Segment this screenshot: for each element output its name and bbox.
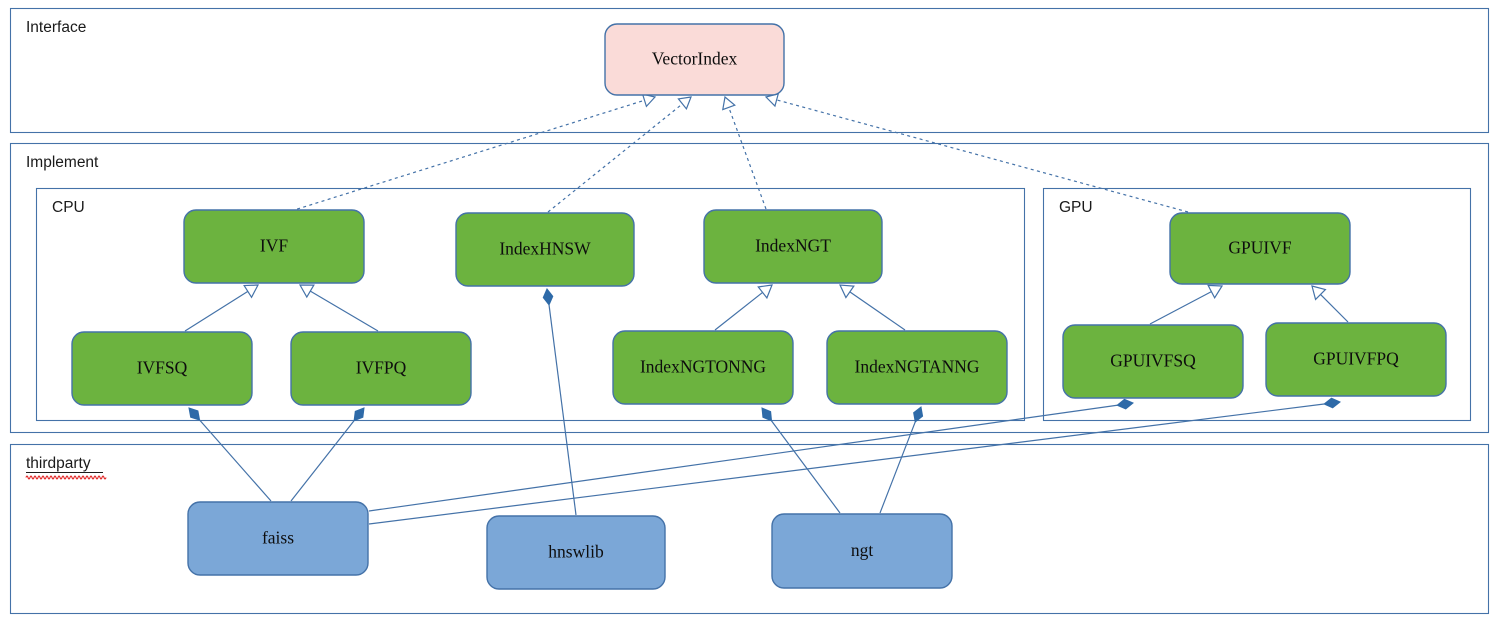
class-box-indexngt[interactable] — [703, 209, 883, 284]
edge-line — [849, 291, 906, 331]
package-label-gpu: GPU — [1059, 199, 1093, 216]
edge-composition-hnswlib-to-indexhnsw — [542, 288, 577, 516]
class-node-gpuivfsq[interactable]: GPUIVFSQ — [1062, 324, 1244, 399]
edge-line — [771, 420, 841, 514]
generalization-arrowhead-icon — [243, 284, 260, 299]
class-name-ivfpq: IVFPQ — [356, 358, 407, 378]
package-label-implement: Implement — [26, 154, 99, 171]
composition-diamond-icon — [761, 407, 773, 422]
edge-line — [184, 290, 249, 332]
package-label-cpu: CPU — [52, 199, 85, 216]
edge-composition-ngt-to-indexngtanng — [879, 406, 924, 514]
edge-line — [1149, 291, 1212, 325]
edge-line — [290, 420, 355, 502]
edge-generalization-indexngtanng-to-indexngt — [839, 284, 906, 331]
class-node-indexngtanng[interactable]: IndexNGTANNG — [826, 330, 1008, 405]
class-name-ngt: ngt — [851, 540, 874, 560]
edge-line — [548, 304, 577, 516]
class-name-vectorindex: VectorIndex — [652, 49, 738, 69]
edge-line — [547, 103, 683, 213]
spellcheck-squiggle-icon — [25, 475, 107, 480]
class-node-hnswlib[interactable]: hnswlib — [486, 515, 666, 590]
class-name-gpuivf: GPUIVF — [1228, 238, 1291, 258]
edge-line — [368, 403, 1325, 525]
class-name-indexngt: IndexNGT — [755, 236, 831, 256]
class-box-indexngtanng[interactable] — [826, 330, 1008, 405]
edge-composition-faiss-to-gpuivfsq — [368, 398, 1134, 512]
composition-diamond-icon — [913, 406, 924, 423]
class-box-ivfpq[interactable] — [290, 331, 472, 406]
composition-diamond-icon — [1116, 398, 1134, 410]
generalization-arrowhead-icon — [1311, 285, 1327, 301]
edge-realization-indexngt-to-vectorindex — [722, 95, 767, 210]
generalization-arrowhead-icon — [1207, 284, 1224, 299]
class-node-faiss[interactable]: faiss — [187, 501, 369, 576]
class-node-ivf[interactable]: IVF — [183, 209, 365, 284]
class-box-vectorindex[interactable] — [604, 23, 785, 96]
realization-arrowhead-icon — [677, 96, 692, 111]
package-label-thirdparty: thirdparty — [26, 455, 91, 472]
generalization-arrowhead-icon — [298, 284, 315, 299]
edge-generalization-ivfsq-to-ivf — [184, 284, 260, 332]
edge-line — [776, 99, 1189, 213]
class-name-faiss: faiss — [262, 528, 294, 548]
package-label-interface: Interface — [26, 19, 86, 36]
class-box-ivf[interactable] — [183, 209, 365, 284]
edge-line — [728, 107, 767, 210]
composition-diamond-icon — [1323, 397, 1341, 409]
class-node-ivfsq[interactable]: IVFSQ — [71, 331, 253, 406]
class-node-gpuivfpq[interactable]: GPUIVFPQ — [1265, 322, 1447, 397]
class-box-ngt[interactable] — [771, 513, 953, 589]
edge-layer — [184, 92, 1349, 525]
class-name-gpuivfsq: GPUIVFSQ — [1110, 351, 1196, 371]
class-name-ivfsq: IVFSQ — [137, 358, 188, 378]
edge-composition-faiss-to-ivfpq — [290, 407, 365, 502]
realization-arrowhead-icon — [722, 95, 736, 111]
class-box-indexngtonng[interactable] — [612, 330, 794, 405]
edge-realization-indexhnsw-to-vectorindex — [547, 96, 692, 213]
class-box-faiss[interactable] — [187, 501, 369, 576]
edge-composition-faiss-to-ivfsq — [188, 407, 272, 502]
class-node-indexngt[interactable]: IndexNGT — [703, 209, 883, 284]
class-node-gpuivf[interactable]: GPUIVF — [1169, 212, 1351, 285]
generalization-arrowhead-icon — [839, 284, 855, 299]
class-box-indexhnsw[interactable] — [455, 212, 635, 287]
class-node-vectorindex[interactable]: VectorIndex — [604, 23, 785, 96]
class-node-indexhnsw[interactable]: IndexHNSW — [455, 212, 635, 287]
composition-diamond-icon — [542, 288, 554, 306]
edge-line — [368, 404, 1118, 512]
edge-generalization-gpuivfpq-to-gpuivf — [1311, 285, 1349, 323]
edge-line — [310, 290, 379, 332]
class-box-ivfsq[interactable] — [71, 331, 253, 406]
class-node-ngt[interactable]: ngt — [771, 513, 953, 589]
class-box-gpuivfsq[interactable] — [1062, 324, 1244, 399]
edge-generalization-indexngtonng-to-indexngt — [714, 284, 773, 331]
class-name-indexngtanng: IndexNGTANNG — [855, 357, 980, 377]
class-box-hnswlib[interactable] — [486, 515, 666, 590]
composition-diamond-icon — [353, 407, 365, 422]
edge-generalization-gpuivfsq-to-gpuivf — [1149, 284, 1224, 325]
class-node-indexngtonng[interactable]: IndexNGTONNG — [612, 330, 794, 405]
edge-composition-ngt-to-indexngtonng — [761, 407, 841, 514]
class-name-gpuivfpq: GPUIVFPQ — [1313, 349, 1399, 369]
class-node-ivfpq[interactable]: IVFPQ — [290, 331, 472, 406]
edge-composition-faiss-to-gpuivfpq — [368, 397, 1341, 525]
class-name-indexhnsw: IndexHNSW — [499, 239, 591, 259]
edge-line — [879, 421, 916, 514]
edge-line — [199, 419, 272, 502]
class-box-gpuivf[interactable] — [1169, 212, 1351, 285]
class-name-ivf: IVF — [260, 236, 288, 256]
class-name-hnswlib: hnswlib — [548, 542, 604, 562]
composition-diamond-icon — [188, 407, 201, 421]
generalization-arrowhead-icon — [757, 284, 773, 300]
edge-generalization-ivfpq-to-ivf — [298, 284, 379, 332]
edge-line — [714, 291, 763, 331]
class-box-gpuivfpq[interactable] — [1265, 322, 1447, 397]
edge-line — [1320, 294, 1349, 323]
edge-line — [290, 99, 645, 212]
class-name-indexngtonng: IndexNGTONNG — [640, 357, 766, 377]
